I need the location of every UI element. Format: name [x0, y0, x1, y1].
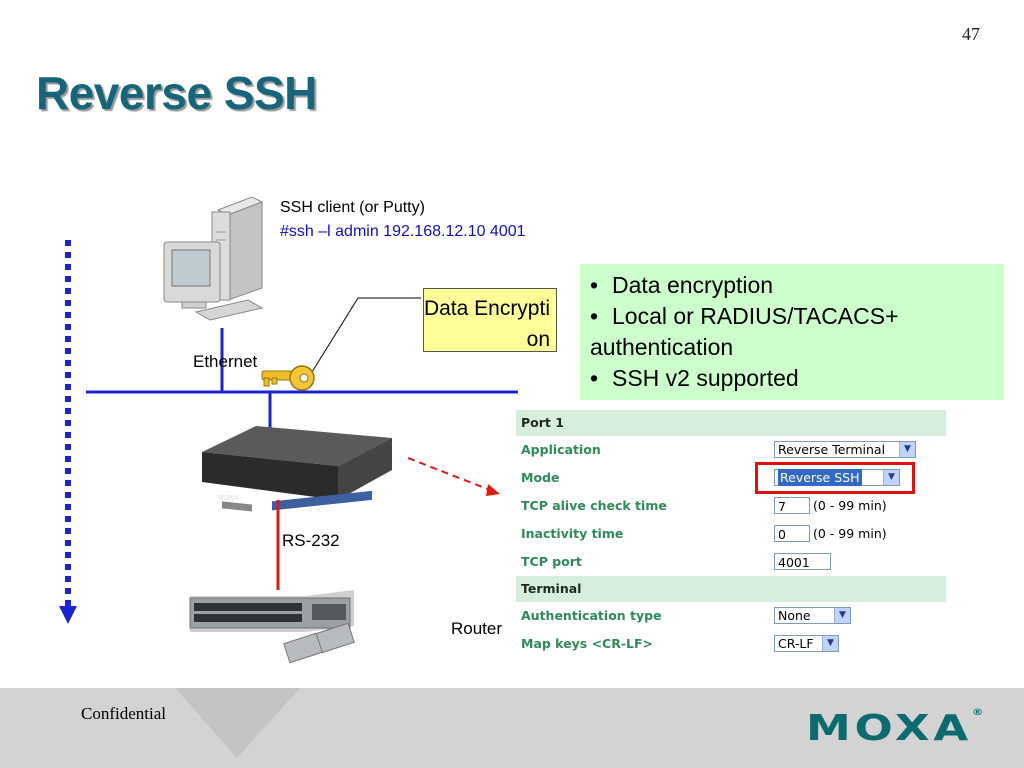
registered-mark: ® [971, 708, 984, 718]
mode-select[interactable]: Reverse SSH ▼ [774, 469, 900, 486]
device-server-icon: MOXA [202, 426, 392, 512]
key-icon [261, 365, 315, 391]
pc-icon [163, 196, 264, 321]
feature-bullet: • [590, 365, 599, 391]
config-row-application: Application Reverse Terminal ▼ [516, 436, 946, 464]
config-row-auth-type: Authentication type None ▼ [516, 602, 946, 630]
feature-item: • SSH v2 supported [590, 363, 1000, 394]
config-row-inactivity: Inactivity time 0(0 - 99 min) [516, 520, 946, 548]
config-row-map-keys: Map keys <CR-LF> CR-LF ▼ [516, 630, 946, 658]
feature-bullet: • [590, 272, 599, 298]
config-label: Mode [521, 470, 560, 485]
unit-hint: (0 - 99 min) [813, 497, 887, 513]
tcp-port-input[interactable]: 4001 [774, 553, 831, 570]
config-row-tcp-port: TCP port 4001 [516, 548, 946, 576]
pointer-arrow [407, 457, 491, 491]
footer-band [0, 688, 1024, 768]
chevron-down-icon: ▼ [834, 608, 850, 623]
page-number: 47 [962, 24, 980, 44]
config-label: Map keys <CR-LF> [521, 636, 654, 651]
inactivity-input[interactable]: 0 [774, 525, 810, 542]
application-value: Reverse Terminal [778, 442, 886, 457]
ethernet-label: Ethernet [193, 352, 258, 371]
feature-item: • Data encryption [590, 270, 1000, 301]
config-label: Inactivity time [521, 526, 624, 541]
router-icon [189, 590, 355, 664]
map-keys-value: CR-LF [778, 636, 814, 651]
feature-text: SSH v2 supported [612, 365, 799, 391]
svg-text:MOXA: MOXA [218, 494, 239, 502]
features-box [580, 264, 1004, 400]
feature-bullet: • [590, 303, 599, 329]
feature-item: •Local or RADIUS/TACACS+ authentication [590, 301, 1000, 363]
auth-type-select[interactable]: None ▼ [774, 607, 851, 624]
footer-chevron [175, 688, 300, 758]
unit-hint: (0 - 99 min) [813, 525, 887, 541]
auth-type-value: None [778, 608, 811, 623]
features-list: •Data encryption •Local or RADIUS/TACACS… [590, 270, 1000, 394]
section-header-terminal: Terminal [516, 576, 946, 602]
encryption-callout [423, 288, 557, 352]
config-label: Application [521, 442, 601, 457]
section-header-port: Port 1 [516, 410, 946, 436]
confidential-note: Confidential [81, 704, 166, 723]
application-select[interactable]: Reverse Terminal ▼ [774, 441, 916, 458]
ssh-command: #ssh –l admin 192.168.12.10 4001 [280, 223, 526, 240]
alive-check-input[interactable]: 7 [774, 497, 810, 514]
config-label: TCP port [521, 554, 582, 569]
mode-highlight-box [755, 462, 915, 494]
encryption-callout-text: Data Encryption [423, 297, 550, 351]
port-config-table: Port 1 Application Reverse Terminal ▼ Mod… [516, 410, 946, 658]
mode-value: Reverse SSH [778, 469, 862, 486]
config-label: TCP alive check time [521, 498, 667, 513]
chevron-down-icon: ▼ [883, 470, 899, 485]
rs232-label: RS-232 [282, 531, 340, 550]
feature-text: Local or RADIUS/TACACS+ authentication [590, 303, 899, 360]
moxa-logo: MOXA® [806, 708, 983, 749]
feature-text: Data encryption [612, 272, 774, 298]
chevron-down-icon: ▼ [899, 442, 915, 457]
router-label: Router [451, 619, 503, 638]
flow-arrowhead [59, 606, 77, 624]
config-label: Authentication type [521, 608, 662, 623]
config-row-alive-check: TCP alive check time 7(0 - 99 min) [516, 492, 946, 520]
ssh-client-label: SSH client (or Putty) [280, 199, 425, 216]
logo-text: MOXA [806, 708, 972, 749]
chevron-down-icon: ▼ [822, 636, 838, 651]
map-keys-select[interactable]: CR-LF ▼ [774, 635, 839, 652]
slide-title: Reverse SSH [36, 67, 317, 119]
config-row-mode: Mode Reverse SSH ▼ [516, 464, 946, 492]
